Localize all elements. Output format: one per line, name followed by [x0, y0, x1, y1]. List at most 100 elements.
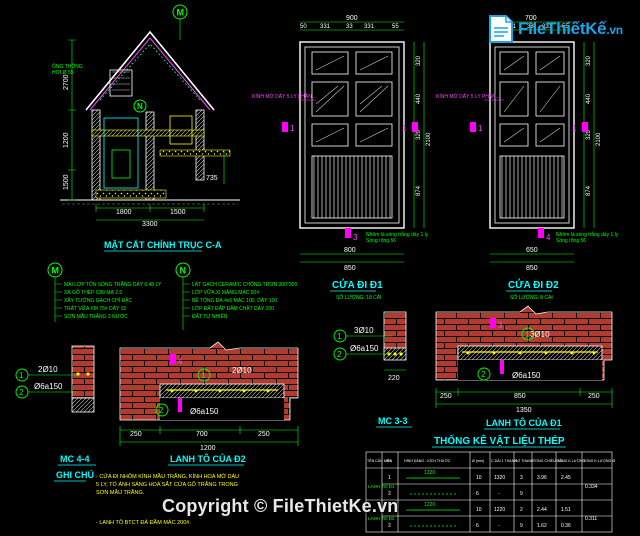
d1-dim-850: 850: [344, 265, 356, 272]
g1r1-count: 3: [520, 475, 523, 481]
d1-dim-top: 900: [346, 15, 358, 22]
d2-dim-850: 850: [526, 265, 538, 272]
g2r2-weight: 0.36: [561, 523, 571, 529]
d1-marker-left: 1: [290, 124, 295, 133]
group-1-name: LANH TÔ Đ1: [368, 483, 395, 489]
note-vent: ỐNG THÔNG: [52, 63, 83, 70]
group-2-name: LANH TÔ Đ2: [368, 515, 395, 521]
th-count: SỐ THANH: [515, 458, 534, 463]
d1-label-bottom1: Nhôm lá sóng trắng dày 1 ly: [366, 231, 429, 238]
mc33-title: MC 3-3: [378, 416, 408, 426]
d1-dim-a: 50: [300, 24, 307, 30]
g2r1-dia: 10: [476, 507, 482, 513]
g2r2-count: 9: [520, 523, 523, 529]
d2-label-bottom2: Sóng rộng 56: [556, 238, 586, 244]
mc33-marker-2: 2: [337, 350, 342, 359]
g1r1-total: 3.96: [537, 475, 547, 481]
door-d2: 700 50 331 33 331 55 320 440 320 874 210…: [436, 15, 619, 301]
d1-dim-800: 800: [344, 247, 356, 254]
th-weight-d: TỔNG K.LƯỢNG Ø: [583, 458, 615, 463]
notes-title: GHI CHÚ: [56, 469, 94, 480]
d2-subtitle: SỐ LƯỢNG: 8 CÁI: [510, 294, 553, 301]
d1-title: CỬA ĐI Đ1: [332, 278, 383, 291]
section-title: MẶT CẮT CHÍNH TRỤC C-A: [104, 240, 222, 250]
d2-label-glass: KÍNH MỜ DÀY 5 LY PHẦN...: [436, 93, 500, 100]
dim-1500b: 1500: [170, 209, 186, 216]
d1-dim-r2: 440: [416, 93, 422, 104]
mc44: 1 2 2Ø10 Ø6a150 MC 4-4: [15, 345, 96, 466]
legend-n: N LÁT GẠCH CERAMIC CHỐNG TRƠN 300*300 LỚ…: [175, 262, 297, 330]
d1-subtitle: SỐ LƯỢNG: 18 CÁI: [336, 294, 382, 301]
legend-m-line-3: XÂY TƯỜNG GẠCH CHỈ ĐẶC: [64, 297, 132, 304]
g1r2-sh: 2: [388, 491, 391, 497]
logo-suffix: .vn: [606, 23, 623, 37]
th-weight: TỔNG K.LƯỢNG: [557, 458, 586, 463]
marker-m: M: [177, 8, 185, 18]
g1r2-len: -: [498, 491, 500, 497]
lintel-d1-bar-1: 3Ø10: [530, 330, 550, 339]
mc44-marker-2: 2: [19, 388, 24, 397]
lintel-d2-dim-2: 700: [196, 431, 208, 438]
lintel-d2-total: 1200: [200, 445, 216, 452]
d2-dim-r2: 440: [586, 93, 592, 104]
lintel-d1-title: LANH TÔ CỦA Đ1: [486, 417, 562, 428]
lintel-d1-dim-2: 850: [514, 393, 526, 400]
g1r1-len: 1320: [494, 475, 505, 481]
d1-label-glass: KÍNH MỜ DÀY 5 LY PHẦN...: [252, 93, 316, 100]
d1-dim-d: 331: [364, 24, 375, 30]
dim-735: 735: [206, 175, 218, 182]
legend-m-marker: M: [52, 266, 60, 276]
d1-dim-r5: 2100: [426, 132, 432, 146]
lintel-d2-dim-3: 250: [258, 431, 270, 438]
g2r2-total: 1.62: [537, 523, 547, 529]
lintel-d1-total: 1350: [516, 407, 532, 414]
steel-table: THỐNG KÊ VẬT LIỆU THÉP TÊN CẤU KIỆN SH H…: [365, 433, 615, 533]
mc33-bar-2: Ø6a150: [350, 344, 379, 353]
g2r1-total: 2.44: [537, 507, 547, 513]
lintel-d2-marker-1: 1: [201, 371, 206, 380]
lintel-d2-title: LANH TÔ CỦA Đ2: [170, 453, 246, 464]
g1r1-weight-d: 0.334: [585, 484, 598, 490]
logo-text: FileThiếtKế.vn: [518, 19, 623, 39]
lintel-d2-marker-a: 4: [178, 357, 183, 366]
lintel-d1-bar-2: Ø6a150: [512, 371, 541, 380]
notes-line-2: 5 LY, TỔ ÁNH SÁNG HOA SẮT CỬA GỖ TRẮNG T…: [96, 480, 238, 488]
g1r1-sh: 1: [388, 475, 391, 481]
dim-3300: 3300: [142, 221, 158, 228]
dim-1500: 1500: [63, 174, 70, 190]
d2-dim-top: 700: [525, 15, 537, 22]
table-title: THỐNG KÊ VẬT LIỆU THÉP: [434, 433, 565, 447]
legend-n-marker: N: [180, 266, 187, 276]
d2-label-bottom1: Nhôm lá sóng trắng dày 1 ly: [556, 231, 619, 238]
d1-label-bottom2: Sóng rộng 56: [366, 238, 396, 244]
th-dia: Ø (mm): [472, 459, 484, 463]
copyright-watermark: Copyright © FileThietKe.vn: [162, 496, 399, 516]
th-total-len: TỔNG CHIỀU DÀI: [533, 458, 563, 463]
d1-dim-c: 33: [346, 24, 353, 30]
legend-n-line-5: ĐẤT TỰ NHIÊN: [192, 312, 228, 320]
g2r1-weight-d: 0.311: [585, 516, 597, 522]
lintel-d1-marker-1: 1: [525, 330, 530, 339]
lintel-d1-dim-1: 250: [440, 393, 452, 400]
th-sh: SH: [386, 459, 391, 463]
d1-marker-bottom: 3: [353, 233, 358, 242]
d2-dim-r1: 320: [586, 55, 592, 66]
lintel-d1-marker-2: 2: [481, 370, 486, 379]
watermark-logo: FileThiếtKế.vn: [488, 12, 634, 46]
d1-dim-r3: 320: [416, 129, 422, 140]
d1-dim-r4: 874: [416, 185, 422, 196]
mc33-bar-1: 3Ø10: [354, 326, 374, 335]
mc33-marker-1: 1: [337, 332, 342, 341]
d1-dim-e: 55: [392, 24, 399, 30]
dim-1200: 1200: [63, 132, 70, 148]
g1r2-count: 9: [520, 491, 523, 497]
notes-line-1: - CỬA ĐI NHÔM KÍNH MẦU TRẮNG, KÍNH HOA M…: [96, 472, 239, 480]
d2-title: CỬA ĐI Đ2: [508, 278, 559, 291]
section-ca: 2700 1200 1500 ỐNG THÔNG HƠI Ø 55 735 18…: [52, 4, 240, 252]
legend-m-line-5: SƠN MẦU TRẮNG 3 NƯỚC: [64, 312, 128, 320]
legend-m-line-2: XÀ GỒ THÉP C80 MẠ 2.5: [64, 289, 122, 296]
g2r1-len: 1220: [494, 507, 505, 513]
lintel-d1-marker-a: 3: [498, 321, 503, 330]
legend-m-line-4: TRÁT VỮA XM 75# DÀY 15: [64, 305, 126, 312]
